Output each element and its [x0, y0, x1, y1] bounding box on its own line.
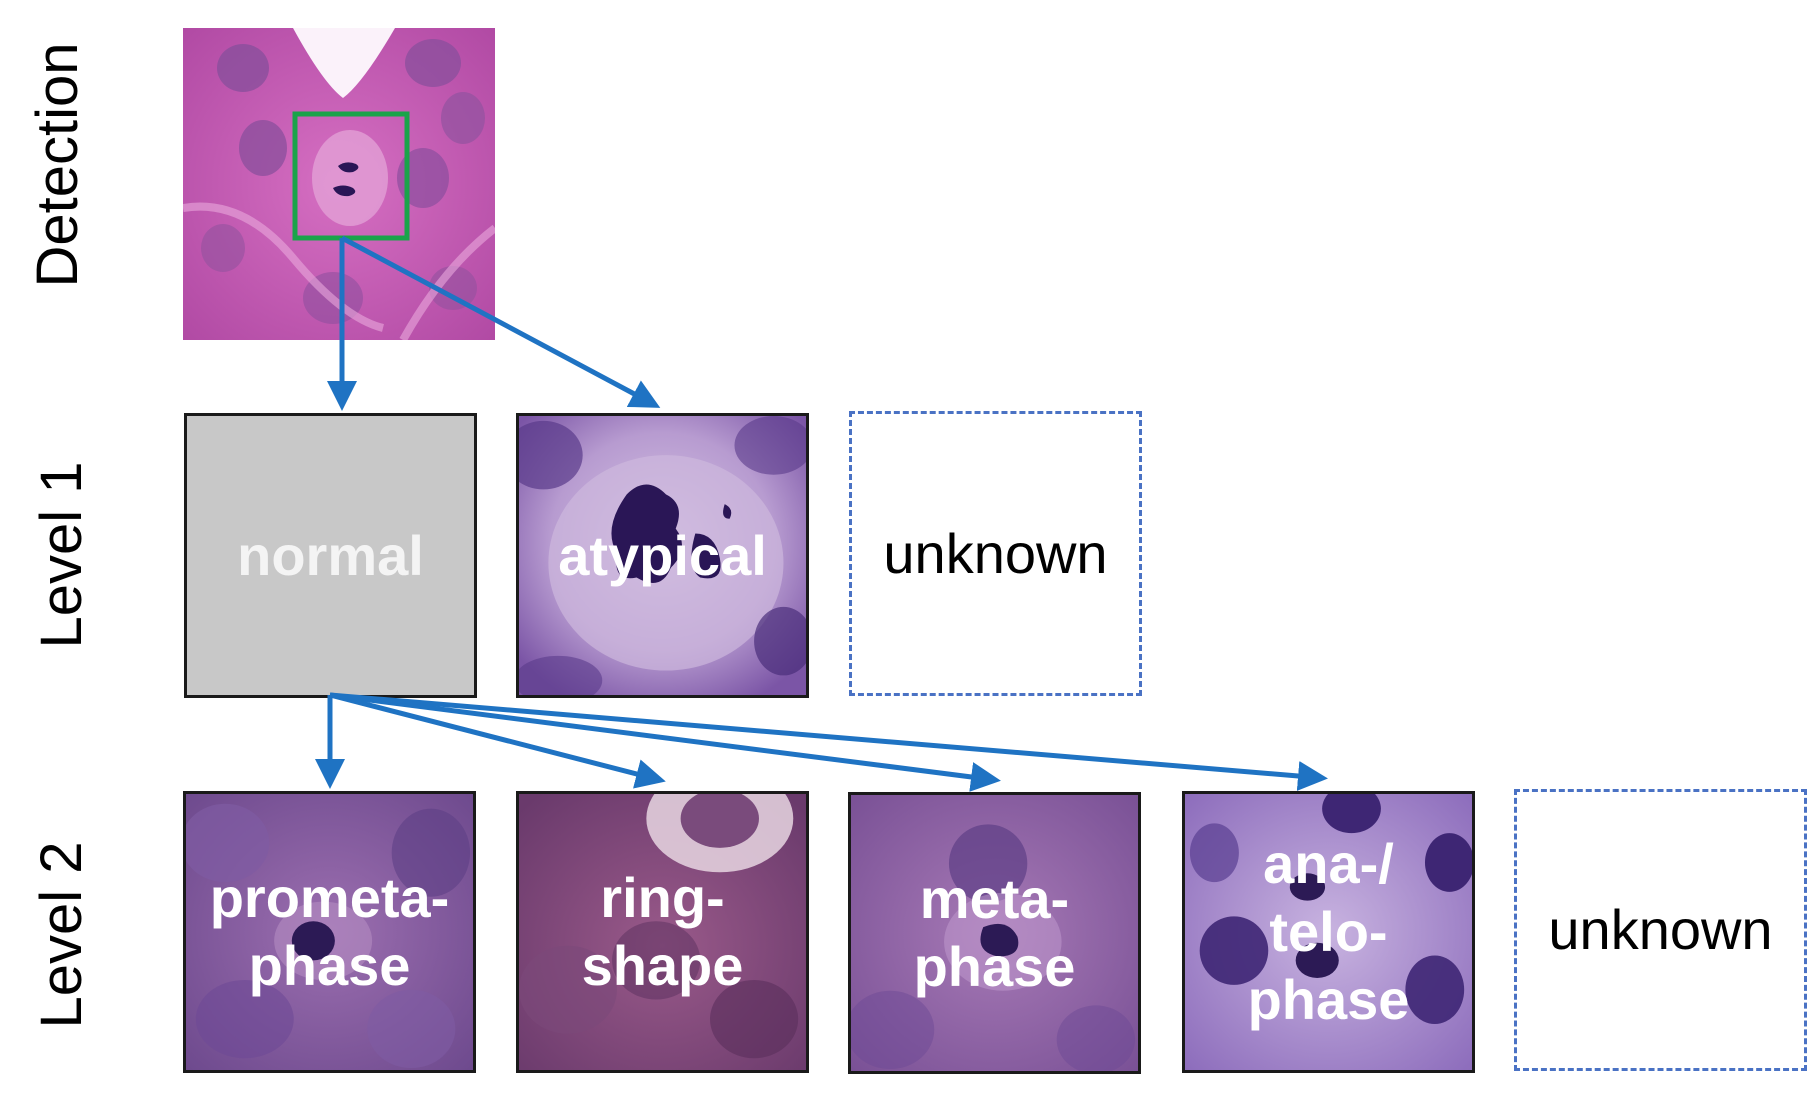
- arrow-normal-to-metaphase: [330, 695, 995, 780]
- level1-unknown-tile: unknown: [849, 411, 1142, 696]
- arrow-normal-to-ringshape: [330, 695, 660, 780]
- level1-unknown-label: unknown: [883, 520, 1107, 588]
- arrow-normal-to-anatelophase: [330, 695, 1322, 778]
- level2-ringshape-label: ring- shape: [582, 864, 744, 1000]
- level2-anatelophase-tile: ana-/ telo- phase: [1182, 791, 1475, 1073]
- level2-ringshape-tile: ring- shape: [516, 791, 809, 1073]
- level1-normal-label: normal: [237, 522, 424, 590]
- level1-atypical-label: atypical: [558, 522, 767, 590]
- hierarchy-diagram: Detection Level 1 Level 2: [0, 0, 1808, 1080]
- detection-image: [183, 28, 495, 340]
- row-label-level-2: Level 2: [27, 755, 97, 1115]
- level2-anatelophase-label: ana-/ telo- phase: [1248, 830, 1410, 1034]
- level2-unknown-label: unknown: [1548, 896, 1772, 964]
- level2-unknown-tile: unknown: [1514, 789, 1807, 1071]
- level2-prometaphase-label: prometa- phase: [210, 864, 450, 1000]
- tissue-image: [183, 28, 495, 340]
- row-label-detection: Detection: [23, 0, 93, 345]
- level2-metaphase-tile: meta- phase: [848, 792, 1141, 1074]
- row-label-level-1: Level 1: [27, 375, 97, 735]
- level1-atypical-tile: atypical: [516, 413, 809, 698]
- level1-normal-tile: normal: [184, 413, 477, 698]
- level2-metaphase-label: meta- phase: [914, 865, 1076, 1001]
- level2-prometaphase-tile: prometa- phase: [183, 791, 476, 1073]
